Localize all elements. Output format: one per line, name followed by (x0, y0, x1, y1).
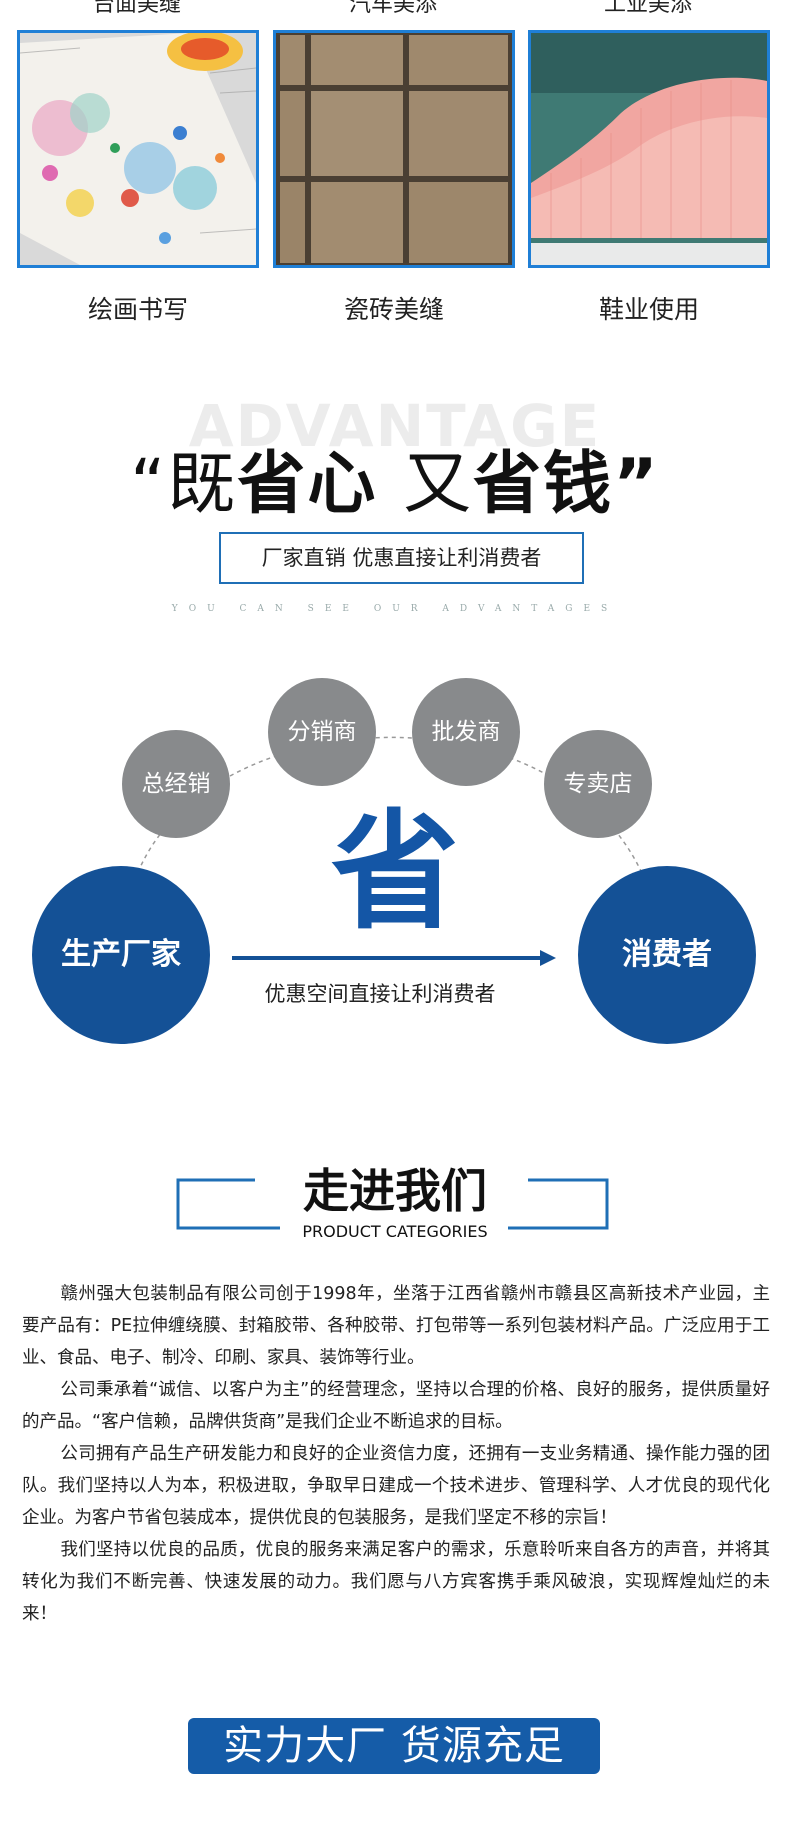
cropped-caption-1: 台面美缝 (92, 0, 181, 17)
channel-circle-general-distributor: 总经销 (122, 730, 230, 838)
save-character: 省 (330, 798, 459, 947)
about-title: 走进我们 (303, 1164, 487, 1218)
application-label-shoe: 鞋业使用 (598, 295, 699, 324)
about-paragraph: 赣州强大包装制品有限公司创于1998年，坐落于江西省赣州市赣县区高新技术产业园，… (22, 1284, 770, 1368)
about-paragraph: 我们坚持以优良的品质，优良的服务来满足客户的需求，乐意聆听来自各方的声音，并将其… (22, 1540, 770, 1624)
title-part-thin: 又 (403, 445, 474, 524)
advantage-subtitle: YOU CAN SEE OUR ADVANTAGES (171, 604, 619, 614)
channel-circle-retail-store: 专卖店 (544, 730, 652, 838)
about-subtitle: PRODUCT CATEGORIES (302, 1222, 488, 1241)
strength-banner: 实力大厂 货源充足 (188, 1718, 600, 1774)
about-body: 赣州强大包装制品有限公司创于1998年，坐落于江西省赣州市赣县区高新技术产业园，… (22, 1278, 770, 1630)
advantage-title: “既省心 又省钱” (0, 428, 790, 527)
channel-circle-sub-distributor: 分销商 (268, 678, 376, 786)
about-title-brackets (176, 1178, 609, 1230)
title-part-bold-2: 省钱” (473, 445, 660, 524)
arrow-caption: 优惠空间直接让利消费者 (264, 982, 496, 1006)
application-label-painting: 绘画书写 (87, 295, 188, 324)
advantage-tagline-box: 厂家直销 优惠直接让利消费者 (219, 532, 584, 584)
application-label-tile: 瓷砖美缝 (343, 295, 444, 324)
painting-photo (17, 30, 259, 268)
consumer-circle: 消费者 (578, 866, 756, 1044)
shoe-insole-photo (528, 30, 770, 268)
title-part-bold-1: 省心 (237, 445, 378, 524)
about-paragraph: 公司秉承着“诚信、以客户为主”的经营理念，坚持以合理的价格、良好的服务，提供质量… (22, 1380, 770, 1432)
tile-grout-photo (273, 30, 515, 268)
cropped-caption-2: 汽车美添 (348, 0, 437, 17)
title-part-open: “既 (130, 445, 238, 524)
manufacturer-circle: 生产厂家 (32, 866, 210, 1044)
cropped-caption-3: 工业美添 (603, 0, 692, 17)
about-paragraph: 公司拥有产品生产研发能力和良好的企业资信力度，还拥有一支业务精通、操作能力强的团… (22, 1444, 770, 1528)
channel-circle-wholesaler: 批发商 (412, 678, 520, 786)
advantage-watermark: ADVANTAGE (188, 392, 602, 460)
